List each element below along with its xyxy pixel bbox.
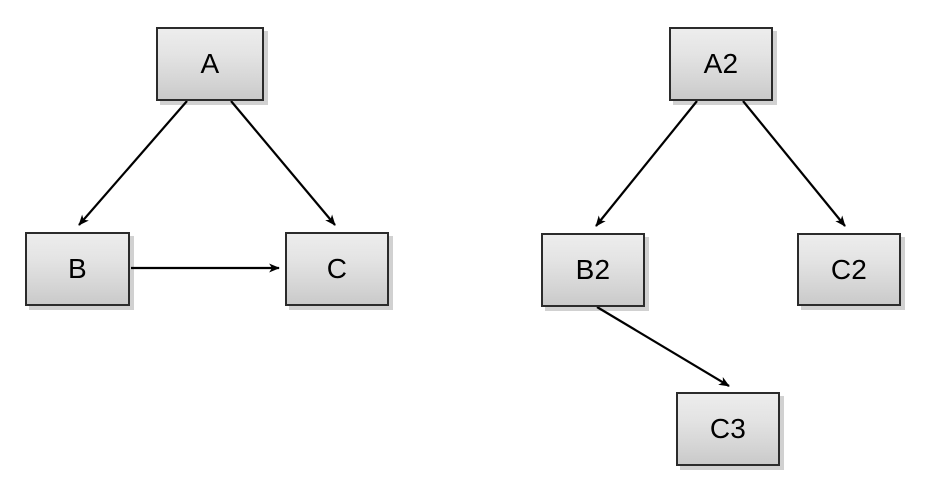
edge-b2-to-c3[interactable]: [596, 306, 730, 387]
node-a2[interactable]: A2: [669, 27, 773, 101]
node-c-label: C: [326, 253, 348, 284]
node-b-label: B: [68, 253, 87, 284]
node-a-label: A: [200, 48, 220, 79]
node-c3-label: C3: [709, 413, 747, 444]
node-a2-label: A2: [703, 48, 739, 79]
edge-a2-to-b2[interactable]: [595, 100, 698, 227]
edge-a2-to-c2[interactable]: [742, 100, 846, 227]
node-a[interactable]: A: [156, 27, 264, 101]
node-c3[interactable]: C3: [676, 392, 780, 466]
node-b2-label: B2: [575, 254, 611, 285]
node-c2[interactable]: C2: [797, 233, 901, 306]
node-c[interactable]: C: [285, 232, 389, 306]
node-b[interactable]: B: [25, 232, 130, 306]
node-c2-label: C2: [830, 253, 868, 285]
edge-a-to-c[interactable]: [230, 100, 336, 226]
edge-a-to-b[interactable]: [78, 100, 188, 226]
node-b2[interactable]: B2: [541, 233, 645, 307]
